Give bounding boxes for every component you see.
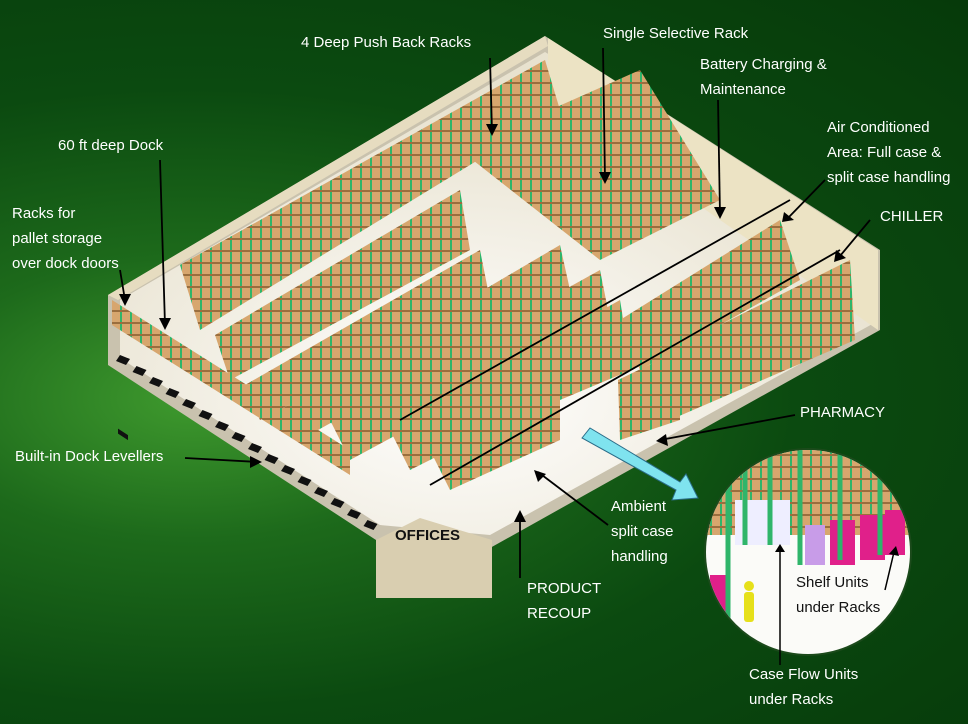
label-line: Air Conditioned [827,119,930,136]
dock-doors [116,355,378,530]
pointer-lines [119,47,871,578]
label-line: split case [611,523,674,540]
label-case-flow-units: Case Flow Units under Racks [749,662,858,712]
label-line: split case handling [827,169,951,186]
label-shelf-units: Shelf Units under Racks [796,570,880,620]
label-line: PRODUCT [527,580,602,597]
label-line: Area: Full case & [827,144,942,161]
label-line: RECOUP [527,605,592,622]
person-figure [744,581,754,622]
label-line: Battery Charging & [700,56,827,73]
label-racks-over-dock: Racks for pallet storage over dock doors [12,201,119,276]
label-line: pallet storage [12,230,103,247]
dock-door [132,366,147,376]
label-line: Case Flow Units [749,666,859,683]
dock-door [281,465,295,475]
dock-door [198,410,213,420]
dock-door [330,498,345,508]
label-line: Maintenance [700,81,786,98]
label-single-selective-rack: Single Selective Rack [603,25,749,42]
label-line: under Racks [796,599,881,616]
label-pharmacy: PHARMACY [800,404,886,421]
label-offices: OFFICES [395,527,461,544]
label-line: under Racks [749,691,834,708]
label-ambient: Ambient split case handling [611,494,674,569]
label-line: Ambient [611,498,667,515]
dock-door [363,520,378,530]
dock-levellers [118,428,128,441]
zoom-inset-circle [704,448,912,665]
label-dock: 60 ft deep Dock [58,137,164,154]
dock-door [264,454,279,464]
rack-rows [112,60,855,490]
dock-door [248,443,262,453]
label-push-back-racks: 4 Deep Push Back Racks [301,34,472,51]
zoom-callout-arrow [581,427,699,501]
dock-door [231,432,246,442]
dock-door [297,476,312,486]
label-line: Shelf Units [796,574,869,591]
dock-door [182,399,196,409]
arrowheads [119,124,846,522]
label-line: handling [611,548,668,565]
offices-block [376,518,492,598]
dock-door [215,421,229,431]
dock-door [116,355,130,365]
dock-door [149,377,163,387]
label-air-conditioned: Air Conditioned Area: Full case & split … [827,115,950,190]
label-product-recoup: PRODUCT RECOUP [527,576,601,626]
label-chiller: CHILLER [880,208,944,225]
dock-door [314,487,328,497]
label-dock-levellers: Built-in Dock Levellers [15,448,164,465]
dock-door [165,388,180,398]
label-line: Racks for [12,205,76,222]
label-line: over dock doors [12,255,119,272]
dock-door [347,509,361,519]
label-battery-charging: Battery Charging & Maintenance [700,52,827,102]
